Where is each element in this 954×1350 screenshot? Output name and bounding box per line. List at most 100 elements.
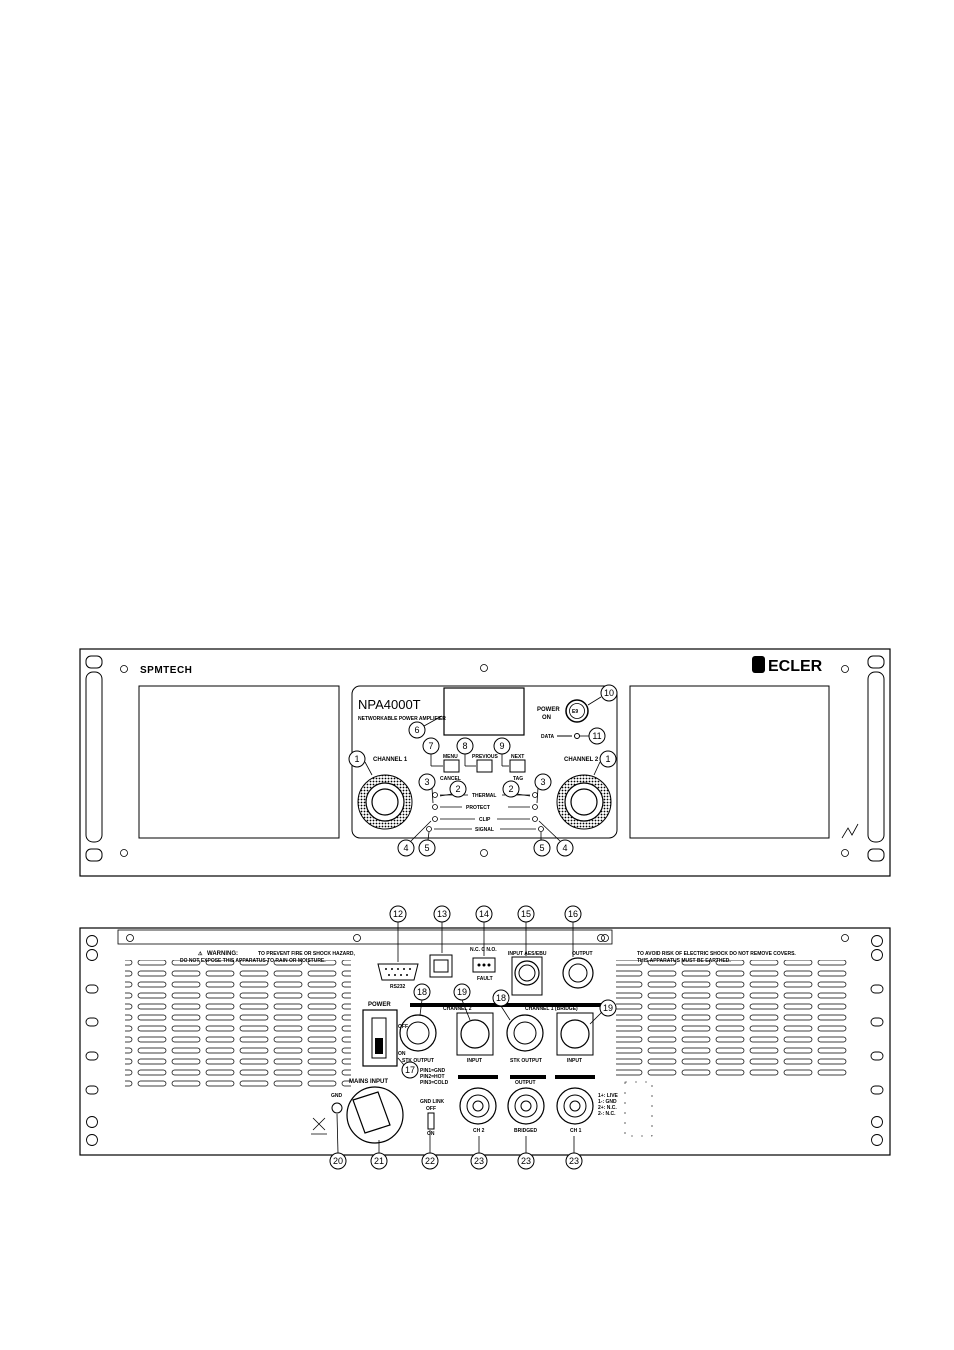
warning-right-1: TO AVOID RISK OF ELECTRIC SHOCK DO NOT R… bbox=[637, 951, 796, 957]
ch1-stk-label: STK OUTPUT bbox=[510, 1058, 542, 1064]
callout-7: 7 bbox=[428, 741, 433, 751]
channel2-label: CHANNEL 2 bbox=[564, 757, 599, 763]
ethernet-port[interactable] bbox=[429, 954, 453, 978]
tag-label: TAG bbox=[513, 776, 523, 782]
led-label-clip: CLIP bbox=[479, 817, 491, 823]
ch2-stk-label: STK OUTPUT bbox=[402, 1058, 434, 1064]
gnd-link-on: ON bbox=[427, 1131, 435, 1137]
warning-right-2: THIS APPARATUS MUST BE EARTHED. bbox=[637, 958, 731, 964]
callout-3a: 3 bbox=[424, 777, 429, 787]
callout-2a: 2 bbox=[455, 784, 460, 794]
rear-panel: ⚠ WARNING: TO PREVENT FIRE OR SHOCK HAZA… bbox=[79, 927, 891, 1156]
ch2-speakon[interactable] bbox=[459, 1087, 497, 1125]
ch1-input-xlr[interactable] bbox=[556, 1012, 594, 1056]
power-on-label: ON bbox=[398, 1051, 406, 1057]
brand-left: SPMTECH bbox=[140, 665, 192, 676]
led-label-protect: PROTECT bbox=[466, 805, 490, 811]
channel1-label: CHANNEL 1 bbox=[373, 757, 408, 763]
ch1-stk-output-xlr[interactable] bbox=[506, 1014, 544, 1052]
rs232-port[interactable] bbox=[377, 963, 419, 981]
callout-15: 15 bbox=[521, 909, 531, 919]
pin-legend-2: PIN2=HOT bbox=[420, 1074, 445, 1080]
callout-11: 11 bbox=[592, 731, 601, 741]
model-name: NPA4000T bbox=[358, 697, 421, 712]
rear-channel1-label: CHANNEL 1 (BRIDGE) bbox=[525, 1006, 578, 1012]
fault-label: FAULT bbox=[477, 976, 493, 982]
ch1-speakon[interactable] bbox=[556, 1087, 594, 1125]
cancel-label: CANCEL bbox=[440, 776, 461, 782]
pin-legend-1: PIN1=GND bbox=[420, 1068, 446, 1074]
callout-10: 10 bbox=[604, 688, 614, 698]
callout-2b: 2 bbox=[508, 784, 513, 794]
weee-icon bbox=[311, 1117, 327, 1135]
ch2-stk-output-xlr[interactable] bbox=[399, 1014, 437, 1052]
callout-6: 6 bbox=[414, 725, 419, 735]
gnd-link-label: GND LINK bbox=[420, 1099, 445, 1105]
gnd-link-off: OFF bbox=[426, 1106, 436, 1112]
ch2-input-xlr[interactable] bbox=[456, 1012, 494, 1056]
callout-1a: 1 bbox=[354, 754, 359, 764]
speakon-legend-2: 1-: GND bbox=[598, 1099, 617, 1105]
model-subtitle: NETWORKABLE POWER AMPLIFIER bbox=[358, 716, 446, 722]
callout-5b: 5 bbox=[539, 843, 544, 853]
channel1-volume-knob[interactable] bbox=[357, 774, 413, 830]
menu-label: MENU bbox=[443, 754, 458, 760]
previous-button[interactable] bbox=[476, 759, 493, 773]
callout-23a: 23 bbox=[474, 1156, 484, 1166]
bridged-label: BRIDGED bbox=[514, 1128, 537, 1134]
led-label-thermal: THERMAL bbox=[472, 793, 496, 799]
ch2-speakon-label: CH 2 bbox=[473, 1128, 485, 1134]
aes-label: INPUT AES/EBU bbox=[508, 951, 547, 957]
vent-left bbox=[125, 960, 351, 1090]
mains-input-label: MAINS INPUT bbox=[349, 1079, 388, 1085]
callout-4b: 4 bbox=[562, 843, 567, 853]
callout-1b: 1 bbox=[605, 754, 610, 764]
rs232-label: RS232 bbox=[390, 984, 406, 990]
gnd-terminal[interactable] bbox=[331, 1102, 343, 1114]
menu-button[interactable] bbox=[443, 759, 460, 773]
speakon-legend-1: 1+: LIVE bbox=[598, 1093, 619, 1099]
callout-17: 17 bbox=[405, 1065, 415, 1075]
output-center-label: OUTPUT bbox=[515, 1080, 536, 1086]
power-label-2: ON bbox=[542, 715, 551, 721]
signature-mark bbox=[841, 823, 859, 839]
rear-callouts bbox=[329, 905, 617, 1170]
channel2-volume-knob[interactable] bbox=[556, 774, 612, 830]
power-switch-label: POWER bbox=[368, 1002, 391, 1008]
callout-19a: 19 bbox=[457, 987, 467, 997]
callout-9: 9 bbox=[499, 741, 504, 751]
mains-input-connector[interactable] bbox=[346, 1086, 404, 1144]
callout-14: 14 bbox=[479, 909, 489, 919]
bridged-speakon[interactable] bbox=[507, 1087, 545, 1125]
ecler-logo-icon bbox=[752, 656, 765, 673]
aes-output-xlr[interactable] bbox=[562, 957, 594, 989]
previous-label: PREVIOUS bbox=[472, 754, 499, 760]
callout-23c: 23 bbox=[569, 1156, 579, 1166]
front-panel: SPMTECH ECLER NPA4000T NETWORKABLE POWER… bbox=[79, 648, 891, 877]
callout-21: 21 bbox=[374, 1156, 384, 1166]
callout-23b: 23 bbox=[521, 1156, 531, 1166]
front-callouts bbox=[348, 684, 618, 857]
callout-18a: 18 bbox=[417, 987, 427, 997]
gnd-link-switch[interactable] bbox=[427, 1112, 435, 1130]
pin-legend-3: PIN3=COLD bbox=[420, 1080, 449, 1086]
brand-right: ECLER bbox=[768, 658, 823, 675]
data-label: DATA bbox=[541, 734, 555, 740]
data-led bbox=[574, 733, 580, 739]
callout-16: 16 bbox=[568, 909, 578, 919]
next-button[interactable] bbox=[509, 759, 526, 773]
ch2-input-label: INPUT bbox=[467, 1058, 482, 1064]
power-off-label: OFF bbox=[398, 1024, 408, 1030]
speakon-legend-4: 2-: N.C. bbox=[598, 1111, 616, 1117]
power-label-1: POWER bbox=[537, 707, 560, 713]
callout-3b: 3 bbox=[540, 777, 545, 787]
callout-8: 8 bbox=[462, 741, 467, 751]
callout-18b: 18 bbox=[496, 993, 506, 1003]
power-button-text: E9 bbox=[572, 709, 578, 715]
callout-12: 12 bbox=[393, 909, 403, 919]
aes-input-xlr[interactable] bbox=[511, 956, 543, 996]
callout-20: 20 bbox=[333, 1156, 343, 1166]
callout-19b: 19 bbox=[603, 1003, 613, 1013]
warning-line1: TO PREVENT FIRE OR SHOCK HAZARD, bbox=[258, 951, 355, 957]
